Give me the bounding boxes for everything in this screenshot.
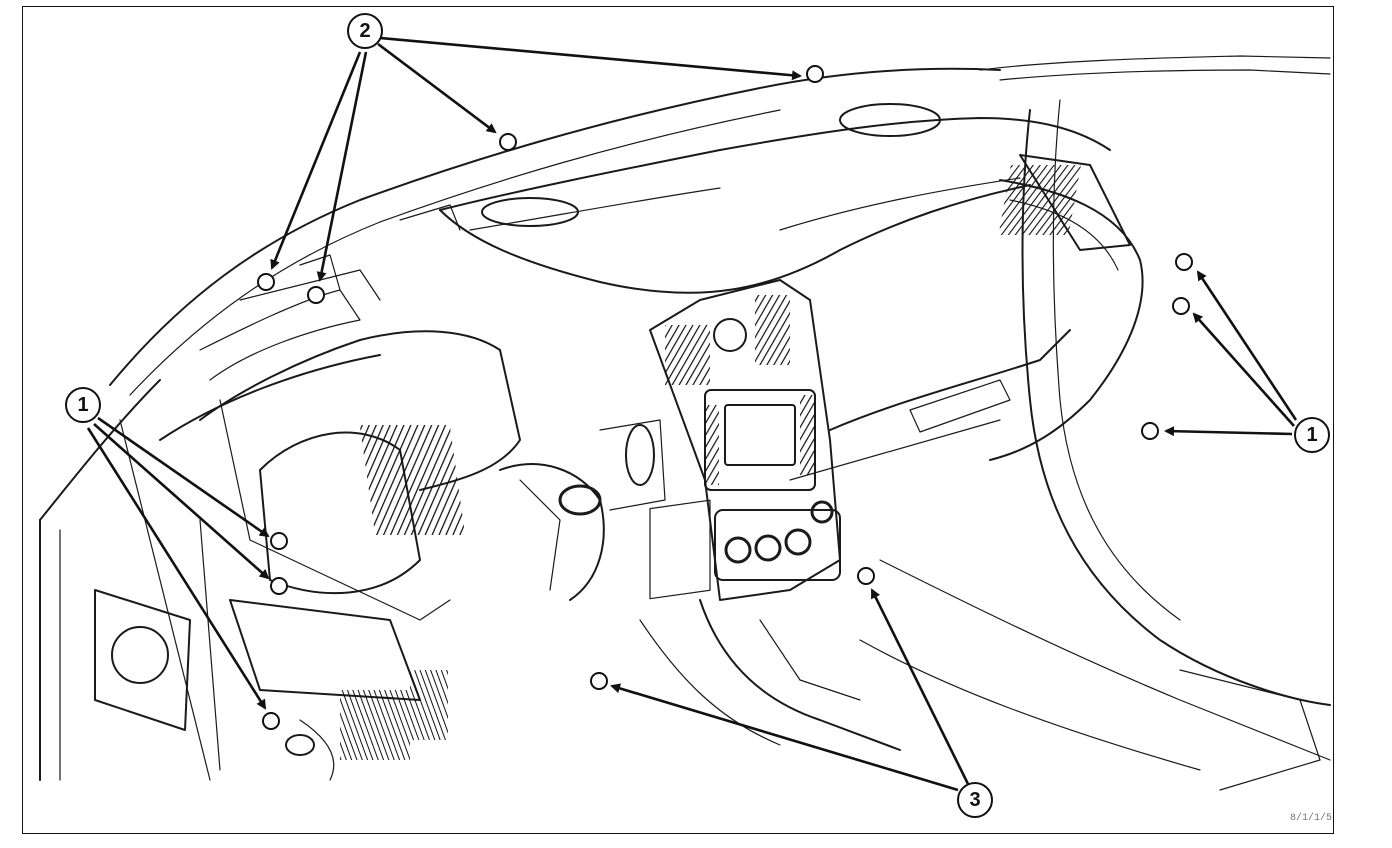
center-left-vent — [665, 325, 710, 385]
instrument-panel-line-art — [39, 55, 1331, 791]
reference-code: 8/1/1/5 — [1290, 812, 1332, 824]
callout-3-circle — [957, 782, 993, 818]
leader-2-to-cowl-top-center — [377, 42, 497, 134]
leader-1-right-to-middle — [1192, 312, 1295, 427]
leader-2-to-cowl-left-inner — [316, 51, 368, 282]
callout-1-right-circle — [1294, 417, 1330, 453]
center-stack-bezel — [649, 279, 841, 601]
callout-2-label: 2 — [359, 20, 370, 42]
fasteners — [257, 65, 1193, 730]
left-defroster-outlet — [481, 197, 579, 227]
diagram-frame — [22, 6, 1334, 834]
headlamp-switch — [625, 424, 655, 486]
fastener-right-end-upper — [1175, 253, 1193, 271]
leader-1-right-to-upper — [1196, 270, 1298, 421]
leader-lines — [86, 36, 1298, 792]
left-outlet-housing — [259, 431, 421, 595]
fastener-left-end-lower — [262, 712, 280, 730]
fastener-right-end-middle — [1172, 297, 1190, 315]
fastener-cowl-left-outer — [257, 273, 275, 291]
temperature-knob — [724, 536, 752, 564]
left-speaker-panel — [94, 589, 191, 731]
leader-1-right-to-lower — [1164, 426, 1293, 437]
callout-1-left-label: 1 — [77, 394, 88, 416]
leader-3-to-console-left — [610, 683, 959, 792]
clock — [713, 318, 747, 352]
callout-1-right: 1 — [1294, 417, 1330, 453]
fastener-right-end-lower — [1141, 422, 1159, 440]
fastener-cowl-left-inner — [307, 286, 325, 304]
right-defroster-outlet — [839, 103, 941, 137]
glove-box-handle — [909, 379, 1011, 433]
callout-1-right-label: 1 — [1306, 424, 1317, 446]
leader-3-to-console-right — [870, 588, 970, 785]
callout-3-label: 3 — [969, 789, 980, 811]
accelerator-pedal — [410, 670, 448, 740]
fastener-cowl-top-right — [806, 65, 824, 83]
fastener-cowl-top-center — [499, 133, 517, 151]
fastener-left-end-upper — [270, 532, 288, 550]
leader-2-to-cowl-left-outer — [270, 51, 362, 270]
callout-3: 3 — [957, 782, 993, 818]
center-right-vent — [755, 295, 790, 365]
left-air-outlet — [359, 425, 466, 535]
callout-1-left: 1 — [65, 387, 101, 423]
leader-1-left-to-upper — [97, 416, 270, 538]
radio-display — [724, 404, 796, 466]
climate-control-panel — [714, 509, 841, 581]
callout-1-left-circle — [65, 387, 101, 423]
leader-1-left-to-lower — [86, 427, 267, 710]
fastener-left-end-middle — [270, 577, 288, 595]
right-air-outlet — [998, 165, 1081, 235]
callout-2: 2 — [347, 13, 383, 49]
fastener-console-right — [857, 567, 875, 585]
callout-2-circle — [347, 13, 383, 49]
blower-knob — [784, 528, 812, 556]
mode-knob — [754, 534, 782, 562]
leader-2-to-cowl-top-right — [379, 36, 802, 81]
fastener-console-left — [590, 672, 608, 690]
leader-1-left-to-middle — [93, 423, 270, 580]
brake-pedal — [340, 690, 410, 760]
